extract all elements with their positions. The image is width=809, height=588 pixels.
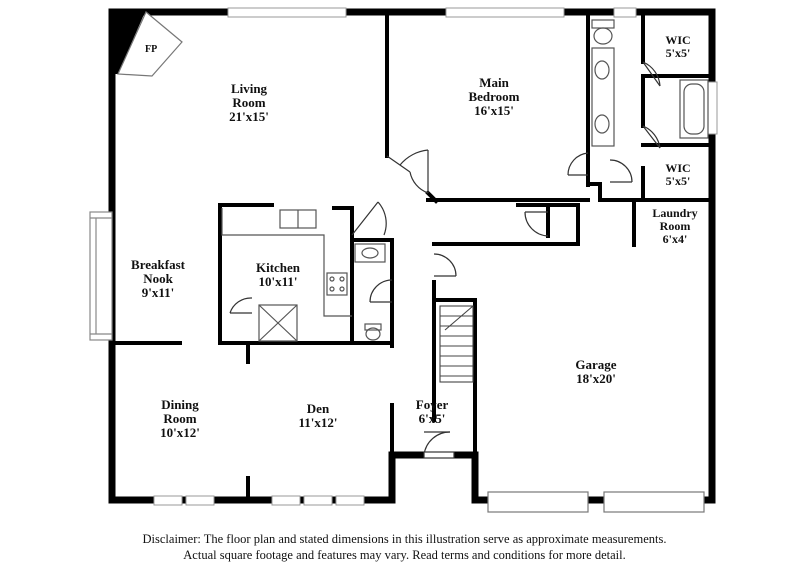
wic-bottom-name: WIC <box>665 161 691 175</box>
main-bedroom-dims: 16'x15' <box>474 103 514 118</box>
living-room-name-1: Living <box>230 81 268 96</box>
kitchen-name: Kitchen <box>255 260 301 275</box>
main-bedroom-label: Main Bedroom 16'x15' <box>452 76 536 118</box>
garage-dims: 18'x20' <box>576 371 616 386</box>
interior-walls <box>110 10 714 502</box>
foyer-dims: 6'x5' <box>418 411 446 426</box>
disclaimer: Disclaimer: The floor plan and stated di… <box>0 531 809 563</box>
stairs <box>439 305 474 383</box>
laundry-room-name-2: Room <box>659 219 691 233</box>
door-swings <box>229 61 661 459</box>
bay-window <box>89 211 113 341</box>
breakfast-nook-name-2: Nook <box>143 271 173 286</box>
disclaimer-line-2: Actual square footage and features may v… <box>183 548 626 562</box>
dining-room-name-2: Room <box>163 411 197 426</box>
den-name: Den <box>306 401 330 416</box>
living-room-dims: 21'x15' <box>229 109 269 124</box>
foyer-name: Foyer <box>415 397 449 412</box>
fireplace-label: FP <box>145 44 158 55</box>
laundry-room-name-1: Laundry <box>652 206 698 220</box>
main-bedroom-name-1: Main <box>479 75 509 90</box>
wic-top-name: WIC <box>665 33 691 47</box>
bath-fixtures <box>354 243 386 341</box>
dining-room-label: Dining Room 10'x12' <box>146 398 214 440</box>
living-room-label: Living Room 21'x15' <box>219 82 279 124</box>
wic-top-dims: 5'x5' <box>665 46 691 60</box>
garage-label: Garage 18'x20' <box>560 358 632 386</box>
wic-top-label: WIC 5'x5' <box>656 34 700 60</box>
den-dims: 11'x12' <box>298 415 338 430</box>
breakfast-nook-dims: 9'x11' <box>141 285 175 300</box>
disclaimer-line-1: Disclaimer: The floor plan and stated di… <box>142 532 667 546</box>
laundry-room-dims: 6'x4' <box>662 232 688 246</box>
dining-room-name-1: Dining <box>161 397 199 412</box>
master-bath-fixtures <box>591 19 709 147</box>
kitchen-dims: 10'x11' <box>258 274 298 289</box>
garage-name: Garage <box>575 357 617 372</box>
breakfast-nook-label: Breakfast Nook 9'x11' <box>120 258 196 300</box>
windows <box>153 7 718 513</box>
den-label: Den 11'x12' <box>287 402 349 430</box>
laundry-room-label: Laundry Room 6'x4' <box>640 207 710 246</box>
kitchen-label: Kitchen 10'x11' <box>244 261 312 289</box>
kitchen-fixtures <box>221 208 352 342</box>
dining-room-dims: 10'x12' <box>160 425 200 440</box>
breakfast-nook-name-1: Breakfast <box>131 257 185 272</box>
main-bedroom-name-2: Bedroom <box>468 89 520 104</box>
foyer-label: Foyer 6'x5' <box>404 398 460 426</box>
living-room-name-2: Room <box>232 95 266 110</box>
fireplace <box>112 11 183 77</box>
wic-bottom-dims: 5'x5' <box>665 174 691 188</box>
wic-bottom-label: WIC 5'x5' <box>656 162 700 188</box>
